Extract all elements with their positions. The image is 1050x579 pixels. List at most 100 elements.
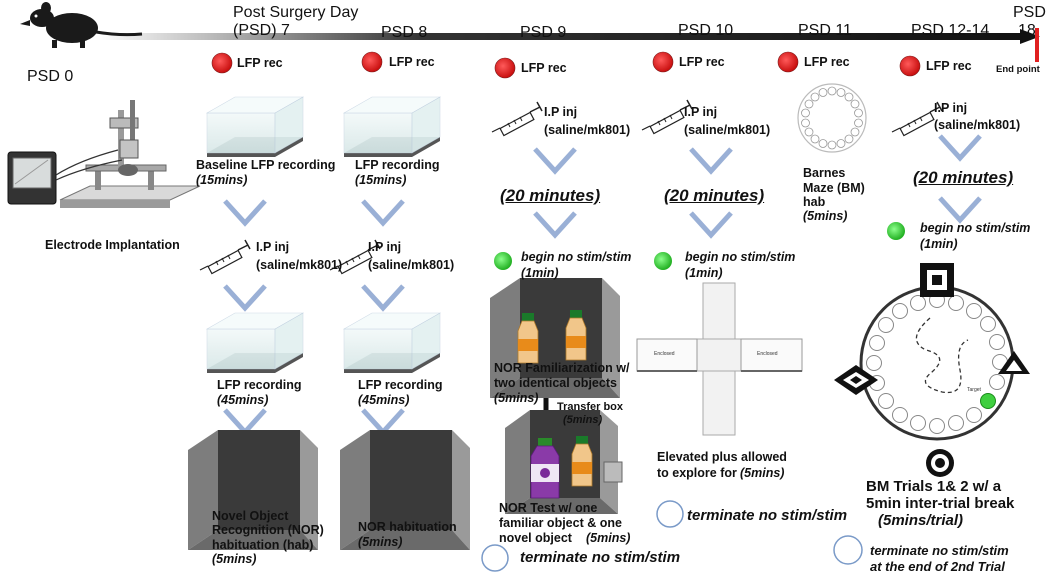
recording-chamber-icon — [343, 312, 441, 374]
col2-injection-drug: (saline/mk801) — [368, 258, 455, 272]
recording-chamber-icon — [206, 312, 304, 374]
flow-chevron — [535, 213, 575, 235]
lfp-rec-label: LFP rec — [389, 55, 435, 69]
col2-step3-duration: (45mins) — [358, 393, 410, 407]
col6-wait-label: (20 minutes) — [913, 168, 1014, 187]
lfp-dot-psd7 — [211, 52, 233, 74]
psd10-label: PSD 10 — [678, 22, 734, 39]
col1-step4-line3: habituation (hab) — [212, 538, 314, 552]
col6-injection-label: I.P inj — [934, 101, 968, 115]
col6-terminate-line2: at the end of 2nd Trial — [870, 559, 1005, 574]
col1-step1-duration: (15mins) — [196, 173, 248, 187]
col3-injection-label: I.P inj — [544, 105, 578, 119]
col6-trials-duration: (5mins/trial) — [878, 512, 964, 529]
elevated-plus-maze-icon — [636, 282, 803, 436]
col2-injection-label: I.P inj — [368, 240, 402, 254]
col4-stim-label: begin no stim/stim — [685, 250, 796, 264]
col4-injection-drug: (saline/mk801) — [684, 123, 771, 137]
psd8-label: PSD 8 — [381, 24, 428, 41]
psd12-14-label: PSD 12-14 — [911, 22, 990, 39]
timeline-bar — [96, 33, 1026, 40]
psd11-label: PSD 11 — [798, 22, 852, 39]
col3-terminate-label: terminate no stim/stim — [520, 549, 681, 566]
lfp-dot-psd9 — [494, 57, 516, 79]
timeline-arrowhead — [1020, 29, 1040, 44]
col3-test-line3: novel object — [499, 531, 572, 545]
rat-icon — [20, 2, 143, 48]
target-hole-label: Target — [967, 387, 981, 393]
col4-epm-duration: (5mins) — [740, 466, 785, 480]
terminate-circle — [833, 535, 863, 565]
col3-stim-duration: (1min) — [521, 266, 559, 280]
col3-stim-label: begin no stim/stim — [521, 250, 632, 264]
syringe-icon — [491, 101, 543, 137]
lfp-rec-label: LFP rec — [679, 55, 725, 69]
col5-bm-line1: Barnes — [803, 166, 846, 180]
col3-familiarization-line1: NOR Familiarization w/ — [494, 361, 630, 375]
col6-trials-line1: BM Trials 1& 2 w/ a — [866, 478, 1002, 495]
lfp-rec-label: LFP rec — [804, 55, 850, 69]
lfp-dot-psd11 — [777, 51, 799, 73]
col4-injection-label: I.P inj — [684, 105, 718, 119]
col2-step4-duration: (5mins) — [358, 535, 403, 549]
psd18-label-line2: 18 — [1018, 22, 1036, 39]
recording-chamber-icon — [206, 96, 304, 158]
psd9-label: PSD 9 — [520, 24, 567, 41]
col5-bm-line2: Maze (BM) — [803, 181, 865, 195]
col1-step4-line2: Recognition (NOR) — [212, 523, 324, 537]
flow-chevron — [363, 201, 403, 223]
col6-terminate-line1: terminate no stim/stim — [870, 543, 1009, 558]
flow-chevron — [535, 149, 575, 171]
electrode-implantation-label: Electrode Implantation — [45, 238, 180, 252]
col5-bm-duration: (5mins) — [803, 209, 848, 223]
lfp-rec-label: LFP rec — [237, 56, 283, 70]
syringe-icon — [199, 239, 251, 275]
stim-dot-green — [887, 222, 905, 240]
terminate-circle — [481, 544, 509, 572]
col1-step1-label: Baseline LFP recording — [196, 158, 336, 172]
col2-step3-label: LFP recording — [358, 378, 443, 392]
psd7-label-line1: Post Surgery Day — [233, 4, 359, 21]
maze-enclosed-right: Enclosed — [757, 351, 778, 357]
col1-step4-duration: (5mins) — [212, 552, 257, 566]
transfer-box-duration: (5mins) — [563, 414, 603, 426]
end-point-label: End point — [996, 64, 1040, 75]
col4-stim-duration: (1min) — [685, 266, 723, 280]
lfp-rec-label: LFP rec — [521, 61, 567, 75]
col1-step3-duration: (45mins) — [217, 393, 269, 407]
col1-step3-label: LFP recording — [217, 378, 302, 392]
flow-chevron — [225, 201, 265, 223]
col1-injection-drug: (saline/mk801) — [256, 258, 343, 272]
stim-dot-green — [494, 252, 512, 270]
recording-chamber-icon — [343, 96, 441, 158]
col1-step4-line1: Novel Object — [212, 509, 289, 523]
transfer-box-label: Transfer box — [557, 401, 624, 413]
flow-chevron — [225, 286, 265, 308]
psd7-label-line2: (PSD) 7 — [233, 22, 290, 39]
flow-chevron — [940, 198, 980, 220]
col3-familiarization-line2: two identical objects — [494, 376, 617, 390]
flow-chevron — [363, 286, 403, 308]
psd18-label-line1: PSD — [1013, 4, 1046, 21]
col1-injection-label: I.P inj — [256, 240, 290, 254]
col4-wait-label: (20 minutes) — [664, 186, 765, 205]
col3-test-duration: (5mins) — [586, 531, 631, 545]
barnes-maze-hab-icon — [797, 83, 867, 153]
col5-bm-line3: hab — [803, 195, 826, 209]
novel-object-bottle-icon — [530, 438, 560, 499]
lfp-dot-psd8 — [361, 51, 383, 73]
end-point-marker — [1035, 28, 1039, 62]
col2-step1-label: LFP recording — [355, 158, 440, 172]
col6-stim-label: begin no stim/stim — [920, 221, 1031, 235]
lfp-dot-psd12-14 — [899, 55, 921, 77]
col4-terminate-label: terminate no stim/stim — [687, 507, 848, 524]
flow-chevron — [940, 136, 980, 158]
col2-step1-duration: (15mins) — [355, 173, 407, 187]
col3-test-line1: NOR Test w/ one — [499, 501, 598, 515]
col2-step4-label: NOR habituation — [358, 520, 457, 534]
col3-wait-label: (20 minutes) — [500, 186, 601, 205]
col3-injection-drug: (saline/mk801) — [544, 123, 631, 137]
col6-trials-line2: 5min inter-trial break — [866, 495, 1015, 512]
